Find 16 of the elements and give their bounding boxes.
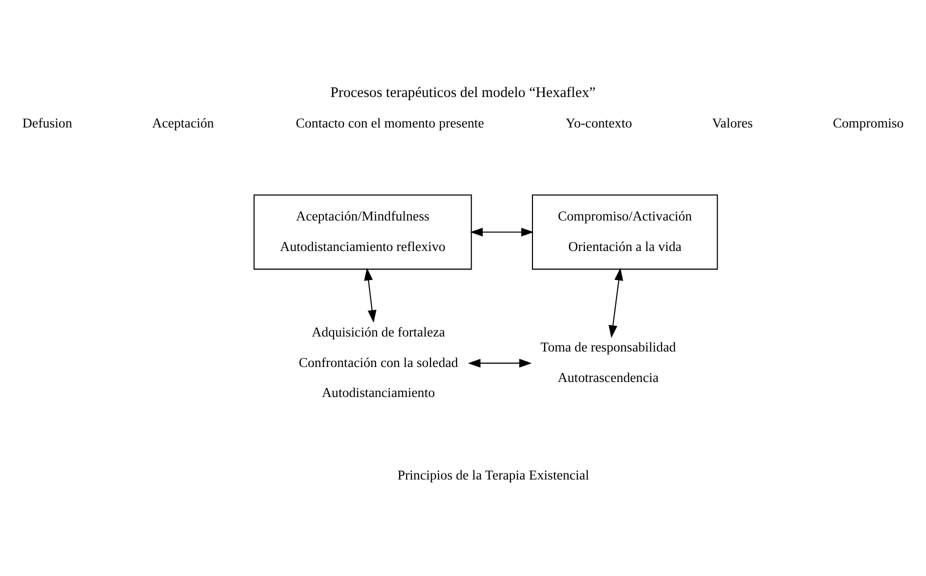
label: Aceptación [152, 116, 214, 131]
node-text: Adquisición de fortaleza Confrontación con la soledad Autodistanciamiento [298, 324, 458, 400]
arrow [364, 268, 376, 323]
diagram-title: Procesos terapéuticos del modelo “Hexaflex” [330, 85, 596, 102]
label: Yo-contexto [566, 116, 632, 131]
arrow [470, 228, 534, 236]
arrow [608, 268, 624, 338]
node-box: Aceptación/Mindfulness Autodistanciamiento reflexivo [254, 194, 472, 270]
label: Compromiso [832, 116, 904, 131]
label: Contacto con el momento presente [296, 116, 484, 131]
node-box: Compromiso/Activación Orientación a la vida [532, 194, 718, 270]
label: Valores [712, 116, 753, 131]
label: Principios de la Terapia Existencial [397, 468, 590, 483]
node-text: Toma de responsabilidad Autotrascendencia [540, 340, 676, 385]
label: Defusion [22, 116, 72, 131]
arrow [468, 358, 532, 368]
